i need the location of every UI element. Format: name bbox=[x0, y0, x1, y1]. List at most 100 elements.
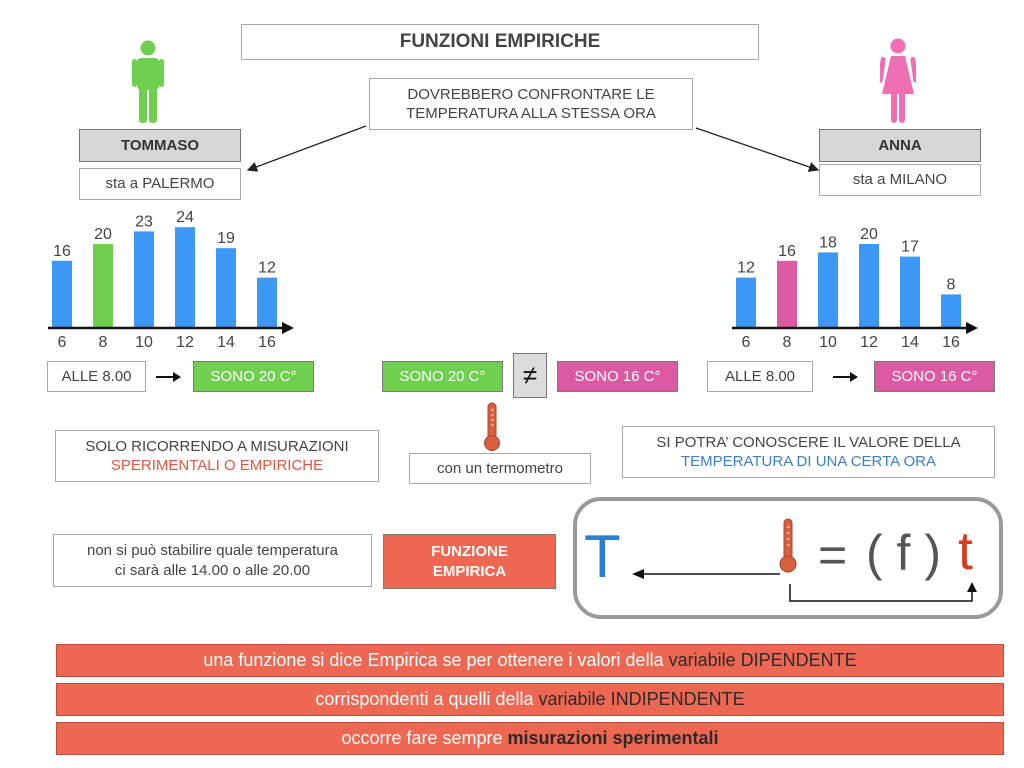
note-top-text: DOVREBBERO CONFRONTARE LE TEMPERATURA AL… bbox=[406, 85, 656, 123]
bar-value-label: 12 bbox=[737, 260, 755, 277]
x-tick-label: 6 bbox=[742, 334, 751, 351]
anna-result-text: SONO 16 C° bbox=[891, 367, 978, 385]
bar-value-label: 24 bbox=[176, 209, 194, 226]
prediction-line1: non si può stabilire quale temperatura bbox=[87, 542, 338, 559]
measure-line1: SOLO RICORRENDO A MISURAZIONI bbox=[85, 437, 349, 455]
bar-value-label: 12 bbox=[258, 260, 276, 277]
note-top: DOVREBBERO CONFRONTARE LE TEMPERATURA AL… bbox=[369, 78, 693, 130]
x-tick-label: 10 bbox=[135, 334, 153, 351]
x-tick-label: 14 bbox=[901, 334, 919, 351]
tommaso-place-text: sta a PALERMO bbox=[105, 175, 215, 193]
tommaso-name: TOMMASO bbox=[120, 136, 200, 154]
formula-independent-variable: t bbox=[958, 521, 974, 581]
know-line2: TEMPERATURA DI UNA CERTA ORA bbox=[680, 453, 937, 470]
not-equal-box: ≠ bbox=[513, 353, 547, 398]
anna-name: ANNA bbox=[878, 136, 922, 154]
definition-line-1: una funzione si dice Empirica se per ott… bbox=[56, 644, 1004, 677]
definition-line-2: corrispondenti a quelli della variabile … bbox=[56, 683, 1004, 716]
prediction-line2: ci sarà alle 14.00 o alle 20.00 bbox=[114, 561, 311, 579]
bar-value-label: 17 bbox=[901, 239, 919, 256]
tommaso-time-text: ALLE 8.00 bbox=[61, 367, 132, 385]
know-box: SI POTRA’ CONOSCERE IL VALORE DELLA TEMP… bbox=[622, 426, 995, 478]
anna-time-text: ALLE 8.00 bbox=[724, 367, 796, 385]
anna-label: ANNA bbox=[819, 129, 981, 162]
definition-line-3: occorre fare sempre misurazioni sperimen… bbox=[56, 722, 1004, 755]
bar-value-label: 19 bbox=[217, 230, 235, 247]
bar bbox=[134, 231, 154, 328]
anna-result-box: SONO 16 C° bbox=[874, 361, 995, 392]
empirical-function-box: FUNZIONE EMPIRICA bbox=[383, 534, 556, 589]
male-person-icon bbox=[132, 40, 164, 123]
title-box: FUNZIONI EMPIRICHE bbox=[241, 24, 759, 60]
tommaso-temperature-chart: 16 6 20 8 23 10 24 12 19 14 12 16 bbox=[48, 209, 294, 351]
empirical-line1: FUNZIONE bbox=[431, 543, 508, 560]
tommaso-label: TOMMASO bbox=[79, 129, 241, 162]
prediction-box: non si può stabilire quale temperatura c… bbox=[53, 534, 372, 587]
bar-value-label: 16 bbox=[778, 243, 796, 260]
bar-value-label: 20 bbox=[860, 226, 878, 243]
tommaso-time-box: ALLE 8.00 bbox=[47, 361, 146, 392]
anna-place-text: sta a MILANO bbox=[852, 171, 948, 189]
formula-function: ( f ) bbox=[866, 525, 941, 581]
x-axis-arrowhead bbox=[966, 322, 978, 334]
bar bbox=[257, 277, 277, 328]
def1-part-b: variabile bbox=[668, 650, 736, 670]
formula-equals: = bbox=[818, 527, 848, 583]
bar-value-label: 23 bbox=[135, 213, 153, 230]
arrow-right-icon bbox=[833, 372, 858, 382]
compare-right-text: SONO 16 C° bbox=[574, 367, 661, 385]
compare-left-text: SONO 20 C° bbox=[399, 367, 486, 385]
bar bbox=[52, 260, 72, 328]
bar bbox=[93, 244, 113, 328]
x-tick-label: 14 bbox=[217, 334, 235, 351]
x-tick-label: 16 bbox=[258, 334, 276, 351]
anna-time-box: ALLE 8.00 bbox=[707, 361, 813, 392]
formula-dependent-variable: T bbox=[584, 523, 621, 590]
def3-part-a: occorre fare sempre bbox=[341, 728, 508, 748]
arrow-right-icon bbox=[156, 372, 181, 382]
x-tick-label: 12 bbox=[860, 334, 878, 351]
anna-place: sta a MILANO bbox=[819, 164, 981, 196]
female-person-icon bbox=[880, 38, 916, 123]
x-tick-label: 8 bbox=[783, 334, 792, 351]
x-tick-label: 12 bbox=[176, 334, 194, 351]
x-tick-label: 10 bbox=[819, 334, 837, 351]
compare-right-box: SONO 16 C° bbox=[557, 361, 678, 392]
def3-part-b: misurazioni sperimentali bbox=[507, 728, 719, 748]
def1-part-a: una funzione si dice Empirica se per ott… bbox=[203, 650, 669, 670]
x-axis-arrowhead bbox=[282, 322, 294, 334]
arrow-to-anna bbox=[695, 127, 820, 172]
thermometer-icon bbox=[779, 518, 797, 573]
tool-text: con un termometro bbox=[437, 459, 563, 477]
bar bbox=[777, 260, 797, 328]
bar bbox=[941, 294, 961, 328]
bar bbox=[818, 252, 838, 328]
bar bbox=[736, 277, 756, 328]
empirical-line2: EMPIRICA bbox=[432, 562, 507, 580]
compare-left-box: SONO 20 C° bbox=[382, 361, 503, 392]
know-line1: SI POTRA’ CONOSCERE IL VALORE DELLA bbox=[656, 433, 961, 451]
bar bbox=[859, 244, 879, 328]
tommaso-place: sta a PALERMO bbox=[79, 168, 241, 200]
bar-value-label: 20 bbox=[94, 226, 112, 243]
def2-part-b: variabile bbox=[538, 689, 606, 709]
formula-arrows bbox=[632, 569, 977, 602]
bar bbox=[900, 256, 920, 328]
def1-part-c: DIPENDENTE bbox=[735, 650, 857, 670]
def2-part-c: INDIPENDENTE bbox=[605, 689, 745, 709]
measure-line2: SPERIMENTALI O EMPIRICHE bbox=[110, 457, 324, 474]
page-title: FUNZIONI EMPIRICHE bbox=[399, 30, 601, 52]
tool-box: con un termometro bbox=[409, 453, 591, 484]
bar-value-label: 16 bbox=[53, 243, 71, 260]
def2-part-a: corrispondenti a quelli della bbox=[315, 689, 539, 709]
tommaso-result-box: SONO 20 C° bbox=[193, 361, 314, 392]
measure-box: SOLO RICORRENDO A MISURAZIONI SPERIMENTA… bbox=[55, 430, 379, 482]
not-equal-icon: ≠ bbox=[522, 359, 538, 390]
x-tick-label: 8 bbox=[99, 334, 108, 351]
bar bbox=[175, 227, 195, 328]
x-tick-label: 6 bbox=[58, 334, 67, 351]
bar bbox=[216, 248, 236, 328]
arrow-to-tommaso bbox=[246, 125, 367, 172]
